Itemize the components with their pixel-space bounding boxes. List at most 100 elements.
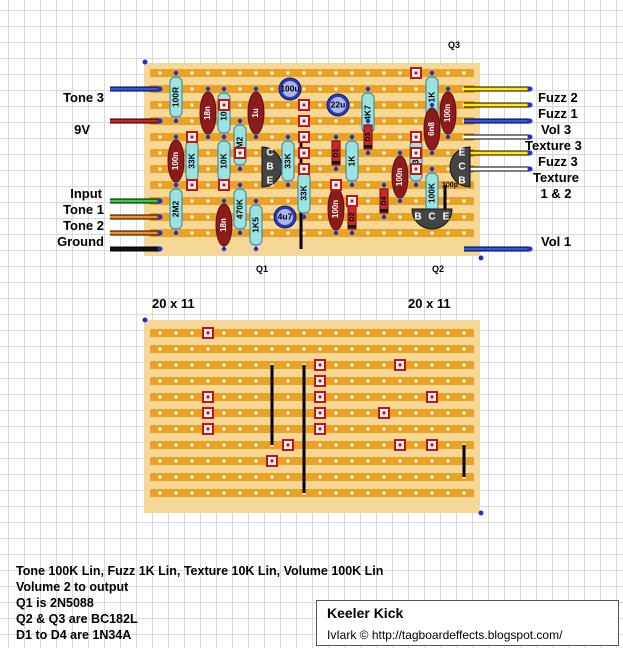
hole bbox=[270, 231, 274, 235]
hole bbox=[318, 167, 322, 171]
hole bbox=[382, 395, 386, 399]
hole bbox=[446, 183, 450, 187]
capacitor-value: 100u bbox=[280, 83, 299, 93]
hole bbox=[174, 427, 178, 431]
copper-strip bbox=[150, 165, 474, 173]
track-cut-center bbox=[318, 411, 322, 415]
hole bbox=[318, 151, 322, 155]
solder-point bbox=[221, 246, 227, 252]
hole bbox=[302, 231, 306, 235]
solder-point bbox=[349, 230, 355, 236]
resistor-value: 10K bbox=[218, 104, 228, 120]
hole bbox=[382, 491, 386, 495]
hole bbox=[350, 411, 354, 415]
hole bbox=[446, 363, 450, 367]
hole bbox=[398, 231, 402, 235]
solder-point bbox=[173, 70, 179, 76]
transistor-pin-label: B bbox=[414, 212, 421, 223]
hole bbox=[350, 395, 354, 399]
wire-end bbox=[527, 102, 533, 108]
hole bbox=[366, 183, 370, 187]
note-line: Q2 & Q3 are BC182L bbox=[16, 612, 138, 626]
hole bbox=[414, 231, 418, 235]
hole bbox=[430, 379, 434, 383]
hole bbox=[190, 379, 194, 383]
hole bbox=[270, 347, 274, 351]
hole bbox=[254, 395, 258, 399]
hole bbox=[430, 411, 434, 415]
diode-label: D3 bbox=[365, 132, 372, 141]
copper-strip bbox=[150, 229, 474, 237]
copper-strip bbox=[150, 213, 474, 221]
hole bbox=[334, 475, 338, 479]
capacitor-value: 18n bbox=[203, 106, 212, 120]
hole bbox=[158, 183, 162, 187]
hole bbox=[270, 119, 274, 123]
hole bbox=[366, 459, 370, 463]
hole bbox=[462, 231, 466, 235]
hole bbox=[462, 379, 466, 383]
hole bbox=[286, 395, 290, 399]
hole bbox=[174, 491, 178, 495]
hole bbox=[398, 119, 402, 123]
hole bbox=[158, 167, 162, 171]
hole bbox=[222, 395, 226, 399]
hole bbox=[398, 427, 402, 431]
solder-point bbox=[221, 86, 227, 92]
hole bbox=[366, 363, 370, 367]
hole bbox=[334, 395, 338, 399]
solder-point bbox=[237, 166, 243, 172]
hole bbox=[206, 363, 210, 367]
hole bbox=[382, 331, 386, 335]
copper-strip bbox=[150, 425, 474, 433]
hole bbox=[190, 199, 194, 203]
hole bbox=[158, 443, 162, 447]
hole bbox=[174, 443, 178, 447]
hole bbox=[254, 427, 258, 431]
track-cut-center bbox=[302, 103, 306, 107]
hole bbox=[270, 199, 274, 203]
hole bbox=[382, 151, 386, 155]
solder-point bbox=[445, 134, 451, 140]
hole bbox=[270, 103, 274, 107]
transistor-pin-label: E bbox=[443, 212, 450, 223]
hole bbox=[382, 135, 386, 139]
hole bbox=[350, 71, 354, 75]
hole bbox=[222, 459, 226, 463]
diode-label: D1 bbox=[333, 148, 340, 157]
solder-point bbox=[221, 198, 227, 204]
capacitor-value: 22u bbox=[331, 99, 346, 109]
hole bbox=[286, 475, 290, 479]
credit-box: Keeler Kick IvIark © http://tagboardeffe… bbox=[316, 600, 619, 646]
hole bbox=[446, 475, 450, 479]
hole bbox=[238, 87, 242, 91]
resistor-value: 2M2 bbox=[234, 136, 244, 153]
hole bbox=[286, 231, 290, 235]
board-size-left: 20 x 11 bbox=[152, 296, 195, 311]
hole bbox=[318, 443, 322, 447]
hole bbox=[462, 199, 466, 203]
hole bbox=[254, 363, 258, 367]
hole bbox=[462, 395, 466, 399]
solder-point bbox=[285, 182, 291, 188]
resistor-value: 33K bbox=[186, 152, 196, 168]
track-cut-center bbox=[302, 135, 306, 139]
corner-dot bbox=[142, 59, 148, 65]
diode-band bbox=[380, 209, 388, 212]
solder-point bbox=[173, 134, 179, 140]
label-tone-1: Tone 1 bbox=[63, 202, 104, 217]
hole bbox=[158, 363, 162, 367]
diode-label: D4 bbox=[381, 196, 388, 205]
note-line: Volume 2 to output bbox=[16, 580, 129, 594]
label-fuzz-3: Fuzz 3 bbox=[538, 154, 578, 169]
label-fuzz-2: Fuzz 2 bbox=[538, 90, 578, 105]
label-input: Input bbox=[70, 186, 102, 201]
resistor bbox=[169, 188, 183, 230]
hole bbox=[430, 347, 434, 351]
hole bbox=[446, 167, 450, 171]
transistor-pin-label: B bbox=[266, 162, 273, 173]
hole bbox=[302, 331, 306, 335]
hole bbox=[206, 491, 210, 495]
transistor-pin-label: C bbox=[266, 148, 273, 159]
hole bbox=[206, 443, 210, 447]
